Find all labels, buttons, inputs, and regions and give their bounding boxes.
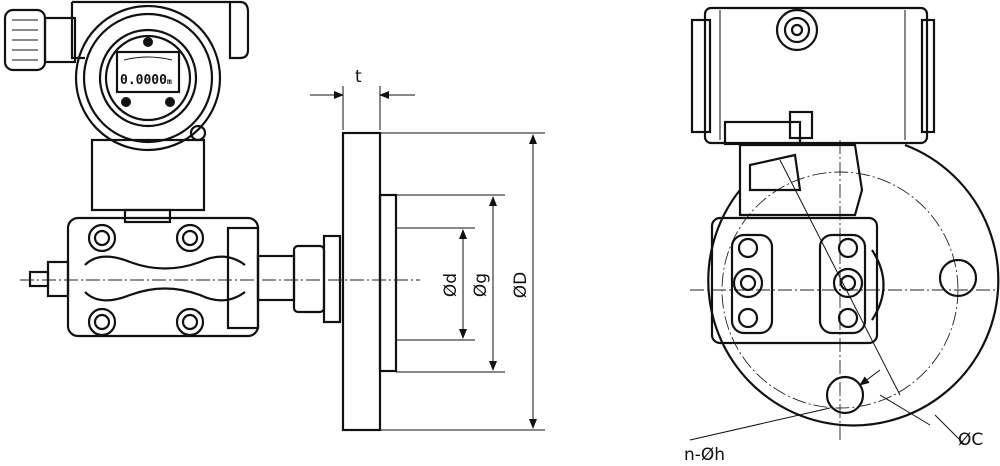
dimension-lines: t Ød Øg ØD — [310, 67, 545, 431]
housing — [3, 0, 250, 72]
label-t: t — [355, 67, 362, 87]
side-sensor-body — [710, 216, 885, 345]
sensor-body — [28, 216, 260, 338]
display-unit: m — [167, 77, 172, 86]
front-view: 0.0000 m — [3, 0, 545, 432]
side-view: n-Øh ØC — [684, 6, 1000, 465]
label-d: Ød — [441, 273, 461, 297]
flange-connection — [20, 131, 420, 432]
label-bolt-circle: ØC — [958, 430, 983, 450]
neck — [90, 138, 206, 224]
label-D: ØD — [511, 272, 531, 298]
display-window: 0.0000 m — [74, 4, 222, 152]
display-reading: 0.0000 — [120, 73, 167, 88]
side-dimensions: n-Øh ØC — [684, 369, 983, 465]
flange-plate — [690, 140, 1000, 440]
label-g: Øg — [471, 273, 491, 297]
side-housing — [690, 6, 936, 217]
label-bolt-holes: n-Øh — [684, 445, 725, 465]
